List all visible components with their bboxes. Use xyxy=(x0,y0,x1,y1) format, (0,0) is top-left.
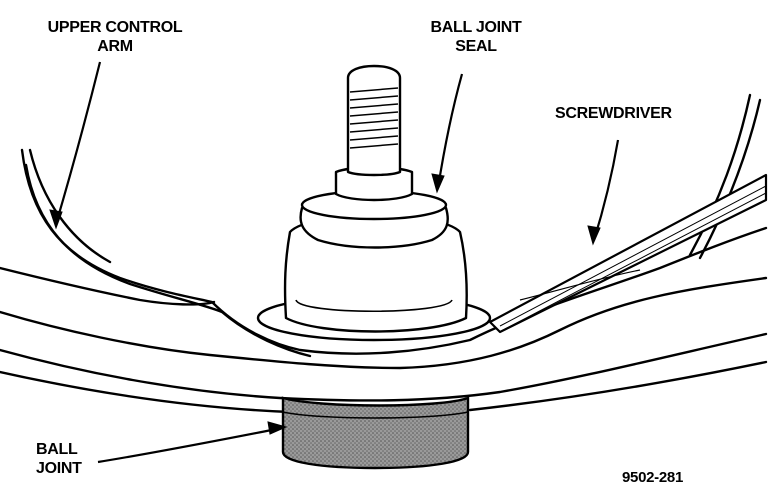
control-arm-bottom-edge xyxy=(0,360,768,414)
label-ball-joint-seal-line2: SEAL xyxy=(455,38,497,55)
label-upper-control-arm-line2: ARM xyxy=(97,38,133,55)
label-ball-joint-line1: BALL xyxy=(36,441,78,458)
ball-joint-body xyxy=(281,396,470,470)
control-arm-outer-edge xyxy=(20,148,768,355)
leader-upper-control-arm xyxy=(54,61,102,225)
label-upper-control-arm: UPPER CONTROL ARM xyxy=(20,18,210,56)
screwdriver-shaft xyxy=(488,173,768,334)
control-arm-right-ridge xyxy=(688,93,762,260)
control-arm-inner-edge xyxy=(24,163,312,358)
figure-id: 9502-281 xyxy=(622,469,683,486)
label-screwdriver: SCREWDRIVER xyxy=(555,105,672,122)
label-ball-joint-seal: BALL JOINT SEAL xyxy=(420,18,532,56)
label-ball-joint-seal-line1: BALL JOINT xyxy=(430,19,522,36)
label-upper-control-arm-line1: UPPER CONTROL xyxy=(47,19,183,36)
leader-ball-joint-seal xyxy=(436,73,464,189)
arrowhead-ball-joint xyxy=(267,421,288,435)
control-arm-flange-lip xyxy=(0,276,768,370)
leader-ball-joint xyxy=(97,426,283,464)
control-arm-left-ridge xyxy=(28,148,112,264)
label-ball-joint-line2: JOINT xyxy=(36,460,82,477)
label-ball-joint: BALL JOINT xyxy=(36,440,82,478)
leader-screwdriver xyxy=(592,139,620,241)
control-arm-lower-edge xyxy=(0,332,768,402)
control-arm-flange-top xyxy=(0,266,216,306)
arrowhead-ball-joint-seal xyxy=(431,173,445,194)
arrowhead-upper-control-arm xyxy=(49,209,63,230)
stud-threads xyxy=(349,87,399,149)
arrowhead-screwdriver xyxy=(587,225,601,246)
